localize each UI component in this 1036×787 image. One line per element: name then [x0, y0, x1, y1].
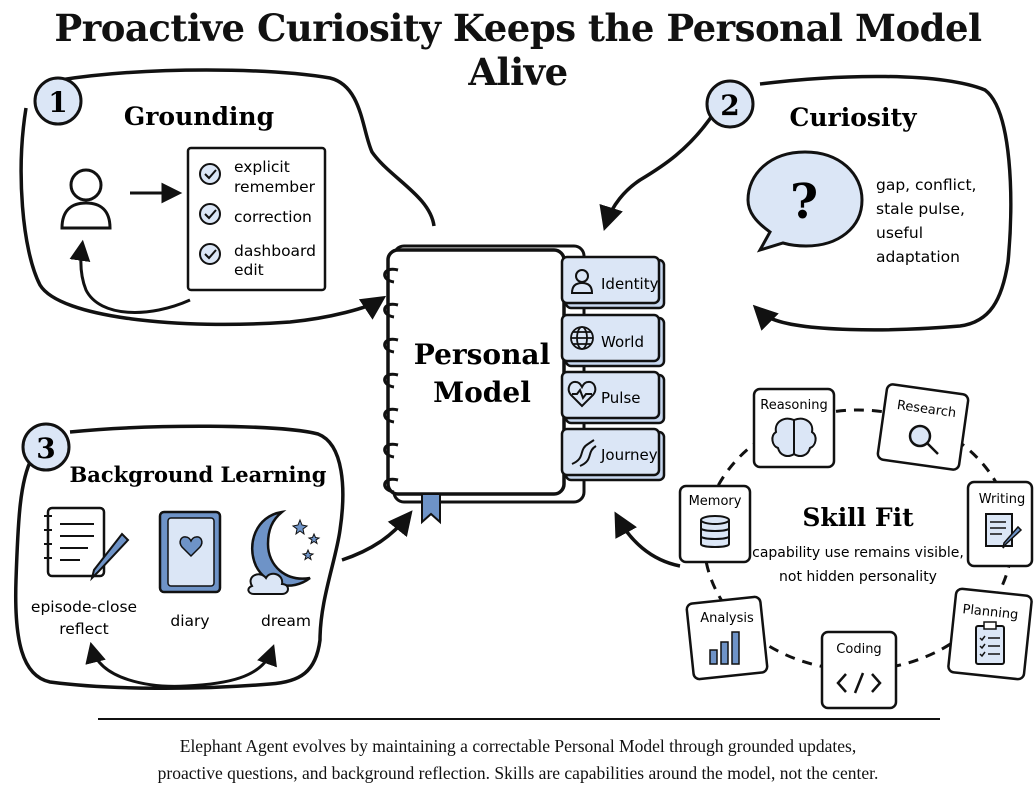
- curiosity-number: 2: [720, 89, 739, 122]
- grounding-item-3-line-2: edit: [234, 261, 264, 279]
- check-circle-icon: [199, 163, 221, 185]
- background-title: Background Learning: [70, 462, 327, 487]
- tab-identity-label: Identity: [601, 275, 659, 293]
- skill-label-coding: Coding: [836, 642, 881, 657]
- skill-card-research: Research: [876, 383, 970, 471]
- skill-label-writing: Writing: [979, 492, 1025, 507]
- curiosity-title: Curiosity: [789, 103, 918, 132]
- skill-card-planning: Planning: [947, 587, 1033, 681]
- question-mark: ?: [790, 174, 818, 230]
- curiosity-panel: 2 Curiosity ? gap, conflict, stale pulse…: [599, 74, 1013, 332]
- background-to-model-arrow: [341, 510, 413, 562]
- grounding-title: Grounding: [124, 102, 274, 131]
- notepad-pencil-icon: [44, 506, 130, 582]
- background-number-badge: [21, 422, 71, 472]
- spiral-binding: [383, 267, 399, 494]
- tab-pulse-label: Pulse: [601, 389, 641, 407]
- curiosity-line-3: useful: [876, 224, 923, 242]
- clipboard-checklist-icon: [975, 621, 1005, 665]
- road-icon: [571, 439, 597, 467]
- code-brackets-icon: [836, 672, 882, 694]
- bg-item-2-line-1: diary: [170, 612, 209, 630]
- curiosity-line-4: adaptation: [876, 248, 960, 266]
- grounding-panel: 1 Grounding explicit remember correction…: [19, 68, 436, 327]
- skill-card-reasoning: Reasoning: [752, 387, 836, 469]
- curiosity-line-2: stale pulse,: [876, 200, 965, 218]
- curiosity-number-badge: [705, 79, 755, 129]
- model-title-line-1: Personal: [414, 338, 550, 371]
- tab-world: World: [560, 313, 666, 368]
- check-circle-icon: [199, 243, 221, 265]
- moon-stars-icon: [247, 510, 321, 595]
- bg-item-3-line-1: dream: [261, 612, 311, 630]
- grounding-loop-arrow: [69, 239, 191, 314]
- skill-card-memory: Memory: [678, 484, 752, 564]
- curiosity-to-model-arrow: [599, 109, 718, 232]
- brain-icon: [771, 417, 817, 457]
- skill-card-analysis: Analysis: [685, 595, 769, 681]
- background-loop-arrow: [85, 641, 277, 688]
- background-learning-panel: 3 Background Learning episode-close refl…: [13, 422, 413, 691]
- tab-journey-label: Journey: [600, 446, 658, 464]
- document-pencil-icon: [985, 513, 1023, 549]
- caption-line-1: Elephant Agent evolves by maintaining a …: [179, 736, 857, 756]
- skill-label-memory: Memory: [689, 494, 742, 509]
- curiosity-frame: [752, 74, 1013, 332]
- database-icon: [700, 515, 730, 548]
- caption: Elephant Agent evolves by maintaining a …: [0, 733, 1036, 787]
- person-icon: [570, 269, 594, 294]
- grounding-item-3-line-1: dashboard: [234, 242, 316, 260]
- tab-world-label: World: [601, 333, 644, 351]
- check-circle-icon: [199, 203, 221, 225]
- skill-label-reasoning: Reasoning: [760, 398, 827, 413]
- curiosity-line-1: gap, conflict,: [876, 176, 976, 194]
- grounding-number: 1: [48, 86, 67, 119]
- bg-item-1-line-2: reflect: [59, 620, 108, 638]
- caption-line-2: proactive questions, and background refl…: [157, 763, 879, 783]
- skill-card-coding: Coding: [820, 630, 898, 710]
- globe-icon: [570, 326, 594, 350]
- tab-pulse: Pulse: [560, 370, 666, 425]
- personal-model-notebook: Personal Model Identity World Pulse Jour…: [383, 244, 666, 525]
- model-title-line-2: Model: [433, 376, 531, 409]
- grounding-item-1-line-2: remember: [234, 178, 316, 196]
- tab-journey: Journey: [560, 427, 666, 482]
- skill-fit-panel: Skill Fit capability use remains visible…: [614, 383, 1034, 710]
- tab-identity: Identity: [560, 255, 666, 310]
- bg-item-1-line-1: episode-close: [31, 598, 137, 616]
- grounding-item-1-line-1: explicit: [234, 158, 290, 176]
- magnifier-icon: [908, 424, 939, 455]
- skill-fit-line-1: capability use remains visible,: [752, 545, 964, 561]
- diary-book-icon: [158, 510, 222, 594]
- question-bubble-icon: [746, 150, 864, 253]
- skill-label-analysis: Analysis: [700, 611, 754, 626]
- bar-chart-icon: [709, 631, 740, 665]
- background-frame: [13, 424, 345, 691]
- skill-card-writing: Writing: [966, 480, 1034, 568]
- grounding-number-badge: [33, 76, 83, 126]
- heart-pulse-icon: [567, 380, 597, 408]
- page-title: Proactive Curiosity Keeps the Personal M…: [54, 6, 982, 94]
- bookmark-ribbon: [421, 493, 441, 525]
- grounding-item-2-line-1: correction: [234, 208, 312, 226]
- grounding-list-card: [186, 146, 327, 292]
- skills-to-model-arrow: [614, 511, 681, 568]
- skill-fit-line-2: not hidden personality: [779, 569, 937, 585]
- background-number: 3: [36, 432, 55, 465]
- grounding-frame: [19, 68, 436, 327]
- caption-divider: [98, 718, 940, 720]
- skill-fit-title: Skill Fit: [802, 503, 914, 532]
- skill-label-planning: Planning: [962, 602, 1019, 623]
- user-icon: [60, 168, 112, 230]
